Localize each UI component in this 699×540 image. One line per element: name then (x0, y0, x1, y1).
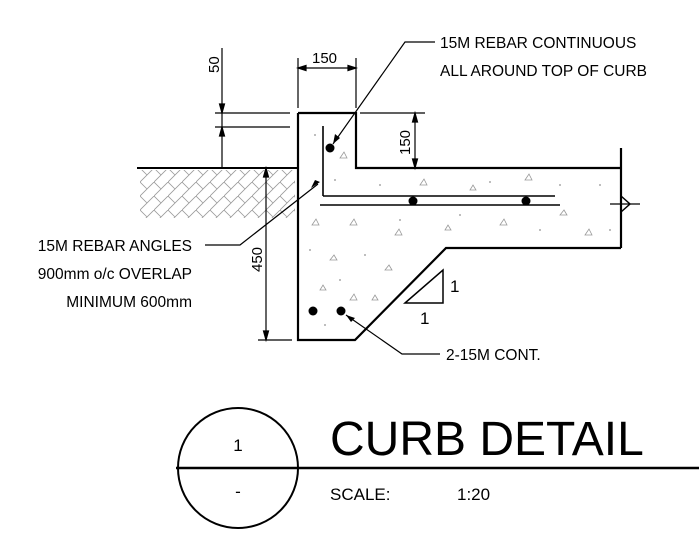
rebar-bottom-bar-2 (336, 306, 346, 316)
note-angles-line2: 900mm o/c OVERLAP (38, 266, 192, 283)
dim-curb-width-label: 150 (312, 50, 337, 67)
note-angles-line3: MINIMUM 600mm (66, 294, 192, 311)
dim-slab-depth (360, 110, 425, 171)
note-rebar-top-line2: ALL AROUND TOP OF CURB (440, 63, 647, 80)
curb-slab-outline (296, 111, 623, 342)
slope-run: 1 (420, 309, 429, 328)
leader-arrowheads (311, 134, 355, 322)
dim-slab-depth-label: 150 (397, 130, 414, 155)
dim-curb-depth-label: 450 (249, 247, 266, 272)
note-bottom-bars: 2-15M CONT. (446, 347, 541, 364)
concrete-stipple (311, 151, 593, 301)
rebar-top-bar (325, 143, 335, 153)
earth-hatch (140, 170, 295, 218)
concrete-specks (309, 134, 611, 326)
dim-curb-depth (258, 165, 292, 343)
rebar-slab-bar-1 (408, 196, 418, 206)
detail-number: 1 (233, 436, 242, 455)
dim-top-offset (215, 48, 290, 168)
scale-label: SCALE: (330, 485, 390, 504)
sheet-number: - (235, 482, 241, 501)
slope-triangle (402, 268, 444, 304)
rebar-bars (308, 143, 531, 316)
note-angles-line1: 15M REBAR ANGLES (38, 238, 192, 255)
scale-value: 1:20 (457, 485, 490, 504)
rebar-slab-bar-2 (521, 196, 531, 206)
rebar-lines (320, 126, 560, 206)
dim-top-offset-label: 50 (206, 56, 223, 73)
dim-curb-width (295, 58, 359, 108)
rebar-bottom-bar-1 (308, 306, 318, 316)
detail-title: CURB DETAIL (330, 413, 644, 466)
leader-lines (205, 41, 440, 355)
slope-rise: 1 (450, 277, 459, 296)
note-rebar-top-line1: 15M REBAR CONTINUOUS (440, 35, 636, 52)
title-block: 1 - CURB DETAIL SCALE: 1:20 (176, 407, 699, 529)
